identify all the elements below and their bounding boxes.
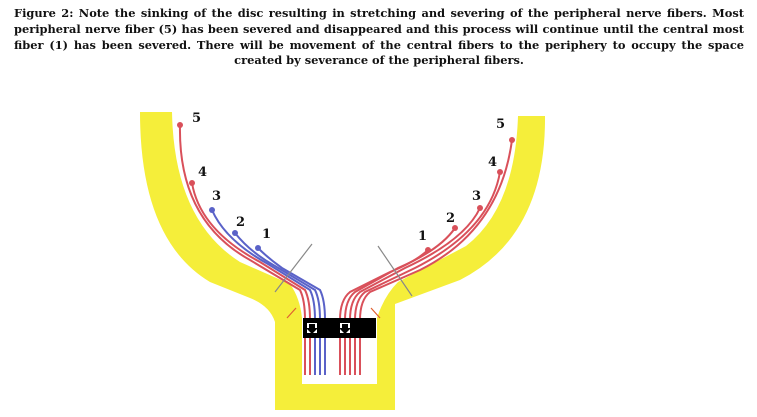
disc (303, 318, 376, 338)
label-left-4: 4 (198, 165, 207, 180)
label-left-1: 1 (262, 227, 271, 242)
label-right-1: 1 (418, 229, 427, 244)
label-left-2: 2 (236, 215, 245, 230)
label-left-5: 5 (192, 111, 201, 126)
label-right-2: 2 (446, 211, 455, 226)
canal-wall (140, 112, 546, 410)
right-fiber-bundle (339, 139, 513, 375)
left-fiber-bundle (178, 124, 326, 375)
label-right-3: 3 (472, 189, 481, 204)
movement-arrows (274, 243, 413, 297)
label-left-3: 3 (212, 189, 221, 204)
figure-caption: Figure 2: Note the sinking of the disc r… (14, 6, 744, 68)
label-right-5: 5 (496, 117, 505, 132)
label-right-4: 4 (488, 155, 497, 170)
